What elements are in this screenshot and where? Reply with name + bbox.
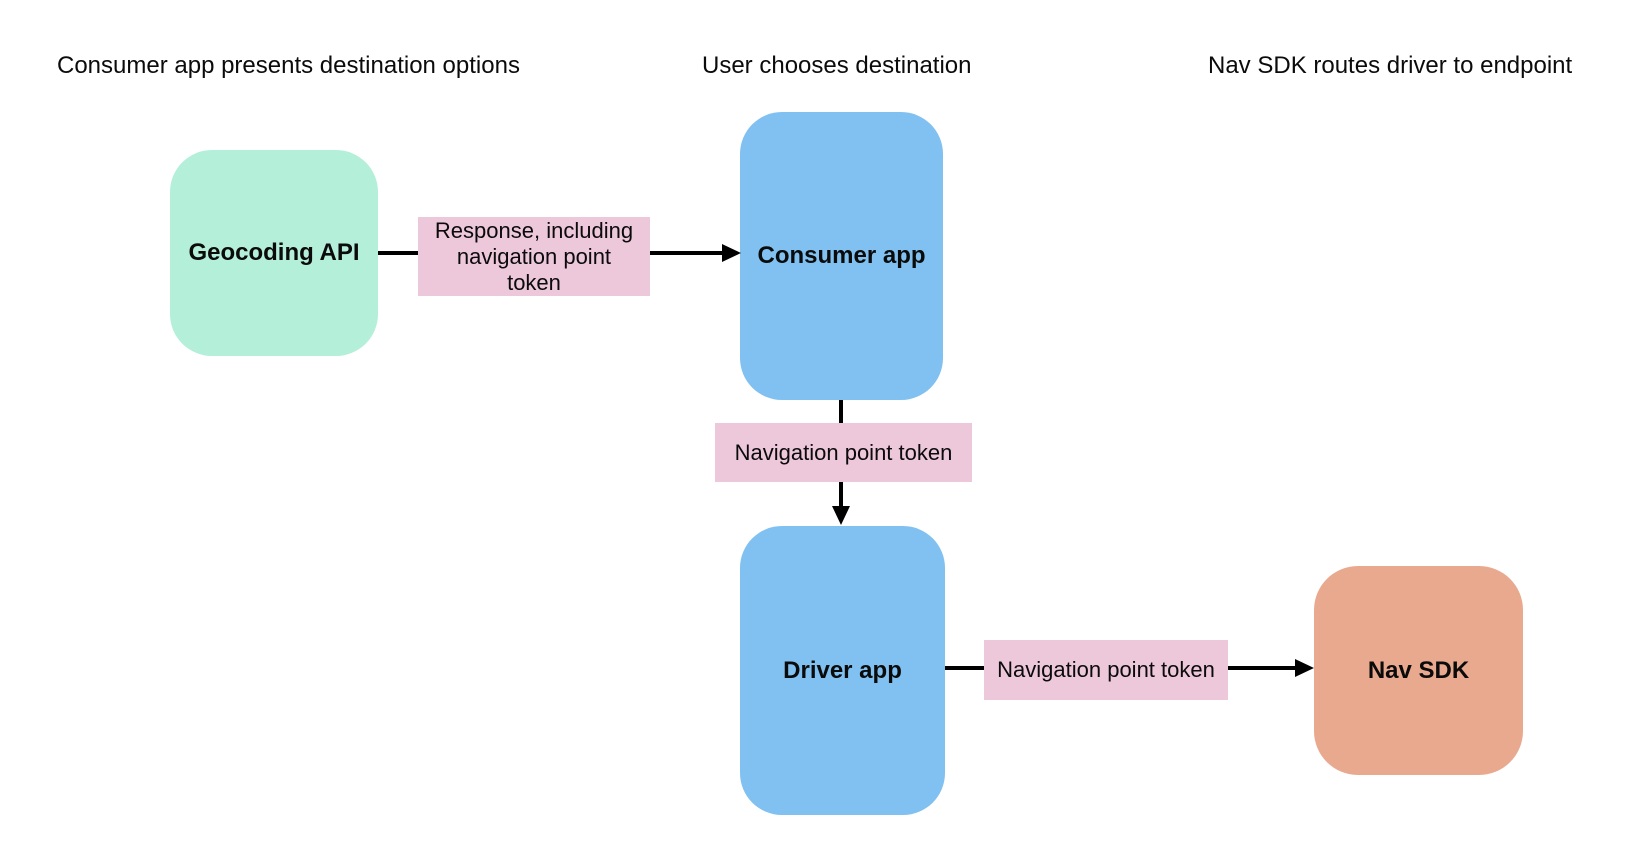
node-consumer-app-label: Consumer app	[757, 242, 926, 269]
node-driver-app-label: Driver app	[783, 656, 902, 684]
edge-label-navigation-point-token-2: Navigation point token	[984, 640, 1228, 700]
edge-label-response-token: Response, including navigation point tok…	[418, 217, 650, 296]
column-header-user-chooses: User chooses destination	[702, 52, 972, 79]
arrowhead-right-icon	[1295, 659, 1314, 677]
node-geocoding-api-label: Geocoding API	[188, 239, 360, 266]
edge-line-label-to-navsdk	[1228, 666, 1296, 670]
node-nav-sdk-label: Nav SDK	[1367, 656, 1470, 684]
edge-line-label-to-driver	[839, 482, 843, 508]
arrowhead-right-icon	[722, 244, 741, 262]
node-driver-app: Driver app	[740, 526, 945, 815]
node-consumer-app: Consumer app	[740, 112, 943, 400]
edge-line-label-to-consumer	[650, 251, 723, 255]
edge-label-navigation-point-token-1: Navigation point token	[715, 423, 972, 482]
node-geocoding-api: Geocoding API	[170, 150, 378, 356]
node-nav-sdk: Nav SDK	[1314, 566, 1523, 775]
edge-line-consumer-to-label	[839, 400, 843, 423]
column-header-nav-sdk-routes: Nav SDK routes driver to endpoint	[1208, 52, 1573, 79]
edge-line-driver-to-label	[945, 666, 984, 670]
arrowhead-down-icon	[832, 506, 850, 525]
edge-line-geocoding-to-label	[378, 251, 418, 255]
column-header-consumer-presents: Consumer app presents destination option…	[57, 52, 520, 79]
